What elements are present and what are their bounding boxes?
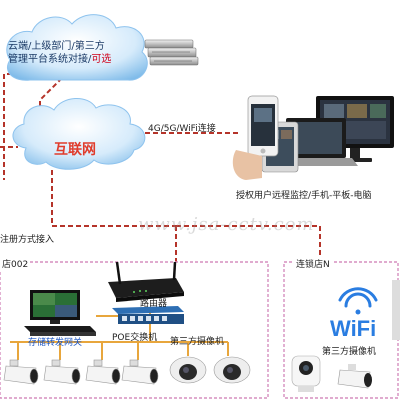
top-cloud-line1: 云端/上级部门/第三方 (8, 41, 105, 52)
internet-cloud (12, 98, 146, 170)
server-icon (144, 39, 199, 66)
watermark: www.jsa-cctv.com (138, 214, 315, 235)
remote-monitor-label: 授权用户远程监控/手机-平板-电脑 (236, 191, 372, 201)
top-cloud (6, 14, 148, 81)
cube-camera-icon (291, 355, 321, 392)
nvr-monitor-icon (24, 290, 96, 336)
remote-devices (232, 95, 394, 180)
internet-label: 互联网 (54, 142, 96, 158)
right-third-party-camera-label: 第三方摄像机 (322, 347, 377, 357)
register-access-label: 注册方式接入 (0, 235, 55, 245)
switch-icon (112, 306, 184, 324)
cloud-top-left-link (3, 73, 12, 180)
router-icon (108, 261, 184, 302)
poe-switch-label: POE交换机 (112, 333, 158, 343)
dome-camera-icon (169, 356, 251, 384)
router-label: 路由器 (140, 299, 168, 309)
store-left-border (0, 261, 269, 399)
top-cloud-line2: 管理平台系统对接/ (8, 54, 92, 65)
store-right-label: 连锁店N (294, 257, 332, 270)
internet-to-top-cloud-link (39, 79, 61, 122)
bullet-camera-icon (3, 359, 159, 385)
top-cloud-text: 云端/上级部门/第三方 管理平台系统对接/可选 (8, 40, 111, 66)
top-cloud-optional: 可选 (91, 54, 112, 65)
bullet-camera-icon (337, 364, 372, 389)
right-store-cameras (291, 355, 372, 392)
access-point-shape (392, 280, 400, 340)
connection-type-label: 4G/5G/WiFi连接 (148, 124, 216, 134)
left-third-party-camera-label: 第三方摄像机 (170, 337, 225, 347)
nvr-gateway-label: 存储转发网关 (28, 338, 83, 348)
phone-icon (247, 95, 279, 157)
wifi-label: WiFi (330, 316, 377, 341)
store-left-label: 店002 (0, 257, 31, 270)
hand-shape (232, 150, 262, 180)
tablet-icon (261, 121, 299, 173)
wifi-icon (338, 287, 378, 315)
register-right-link (176, 225, 321, 262)
